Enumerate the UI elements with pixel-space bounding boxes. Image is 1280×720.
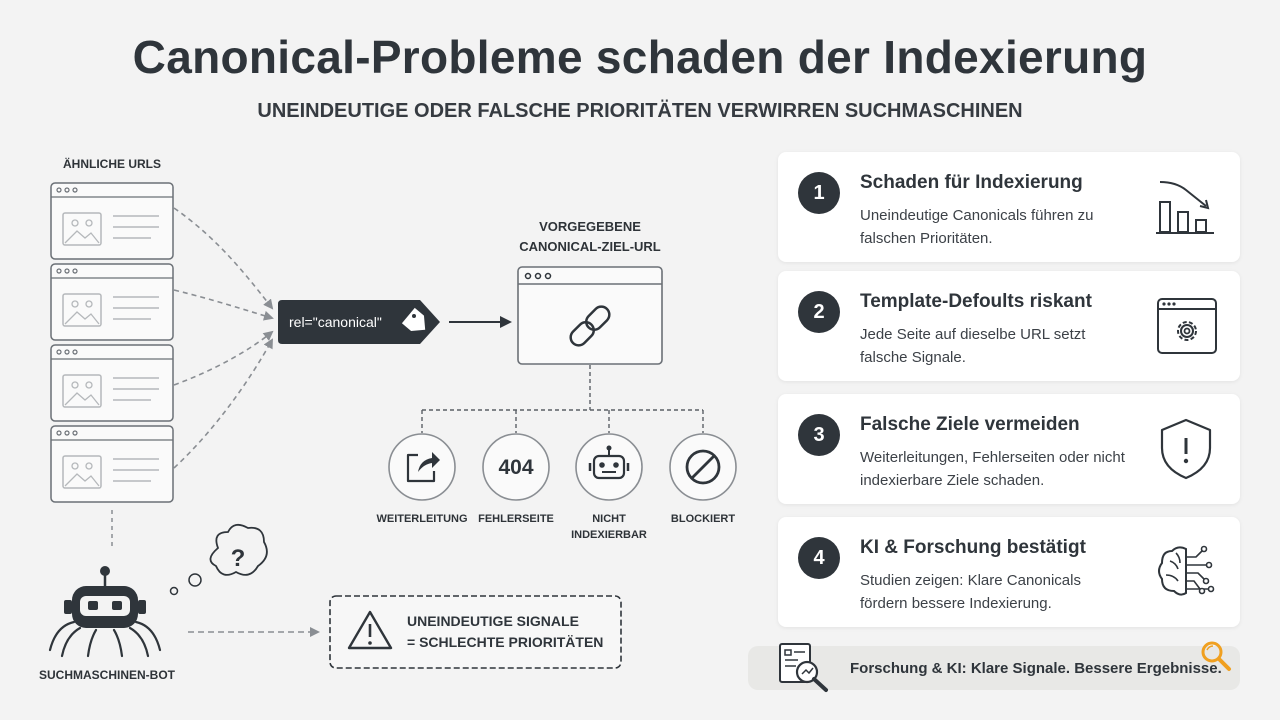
page-to-tag-arrow <box>173 207 274 310</box>
canonical-tag-text: rel="canonical" <box>289 314 382 330</box>
bot-label: SUCHMASCHINEN-BOT <box>39 668 176 682</box>
ai-brain-icon <box>1158 545 1215 596</box>
card-body: Uneindeutige Canonicals führen zu falsch… <box>860 207 1094 247</box>
similar-url-page <box>50 344 174 422</box>
page-title: Canonical-Probleme schaden der Indexieru… <box>132 31 1148 83</box>
declining-chart-icon <box>1156 181 1214 234</box>
target-redirect: WEITERLEITUNG <box>376 433 468 525</box>
canonical-target-window <box>517 266 663 365</box>
error-404-icon: 404 <box>498 456 533 479</box>
target-label-line1: NICHT <box>592 513 626 525</box>
target-label: BLOCKIERT <box>671 513 735 525</box>
card-body: Weiterleitungen, Fehlerseiten oder nicht… <box>860 449 1125 489</box>
search-bot-icon <box>48 566 162 658</box>
info-card-3: 3 Falsche Ziele vermeiden Weiterleitunge… <box>778 394 1240 504</box>
blocked-icon <box>685 449 721 485</box>
page-subtitle: UNEINDEUTIGE ODER FALSCHE PRIORITÄTEN VE… <box>257 100 1023 122</box>
card-number: 3 <box>798 414 840 456</box>
target-label-line1: VORGEGEBENE <box>539 219 641 234</box>
card-title: KI & Forschung bestätigt <box>860 537 1086 558</box>
page-to-tag-arrow <box>173 338 273 469</box>
warning-line1: UNEINDEUTIGE SIGNALE <box>407 613 579 629</box>
card-title: Schaden für Indexierung <box>860 172 1083 193</box>
similar-urls-label: ÄHNLICHE URLS <box>63 156 161 171</box>
footer-banner: Forschung & KI: Klare Signale. Bessere E… <box>748 641 1240 692</box>
target-blocked: BLOCKIERT <box>669 433 737 525</box>
browser-gear-icon <box>1157 298 1217 354</box>
link-icon <box>569 305 611 347</box>
target-error-page: 404 FEHLERSEITE <box>478 433 554 525</box>
info-card-2: 2 Template-Defoults riskant Jede Seite a… <box>778 271 1240 381</box>
canonical-tag: rel="canonical" <box>278 300 440 344</box>
warning-box: UNEINDEUTIGE SIGNALE = SCHLECHTE PRIORIT… <box>329 595 622 669</box>
card-body: Studien zeigen: Klare Canonicals fördern… <box>860 572 1081 612</box>
card-title: Template-Defoults riskant <box>860 291 1092 312</box>
research-document-icon <box>779 643 828 692</box>
card-number: 1 <box>798 172 840 214</box>
redirect-icon <box>406 452 440 483</box>
branch-lines <box>421 365 704 433</box>
shield-warning-icon <box>1160 418 1212 480</box>
footer-text: Forschung & KI: Klare Signale. Bessere E… <box>850 660 1222 677</box>
tag-icon <box>401 307 426 331</box>
page-to-tag-arrow <box>173 289 274 321</box>
page-to-tag-arrow <box>173 330 274 386</box>
info-card-1: 1 Schaden für Indexierung Uneindeutige C… <box>778 152 1240 262</box>
target-label: FEHLERSEITE <box>478 513 554 525</box>
canonical-diagram: ÄHNLICHE URLS rel="canonical" VORGEGEBEN… <box>39 156 737 682</box>
card-number: 4 <box>798 537 840 579</box>
info-card-4: 4 KI & Forschung bestätigt Studien zeige… <box>778 517 1240 627</box>
warning-line2: = SCHLECHTE PRIORITÄTEN <box>407 634 603 650</box>
target-label: WEITERLEITUNG <box>376 513 467 525</box>
question-mark-icon: ? <box>231 545 246 572</box>
target-not-indexable: NICHT INDEXIERBAR <box>571 433 647 541</box>
warning-triangle-icon <box>347 610 393 650</box>
similar-url-page <box>50 182 174 260</box>
target-label-line2: CANONICAL-ZIEL-URL <box>519 239 661 254</box>
similar-url-page <box>50 263 174 341</box>
thought-bubble: ? <box>169 523 268 596</box>
card-number: 2 <box>798 291 840 333</box>
similar-url-page <box>50 425 174 503</box>
robot-icon <box>588 445 630 480</box>
search-icon <box>1201 641 1231 671</box>
target-label-line2: INDEXIERBAR <box>571 529 647 541</box>
card-title: Falsche Ziele vermeiden <box>860 414 1080 435</box>
card-body: Jede Seite auf dieselbe URL setzt falsch… <box>860 326 1086 366</box>
